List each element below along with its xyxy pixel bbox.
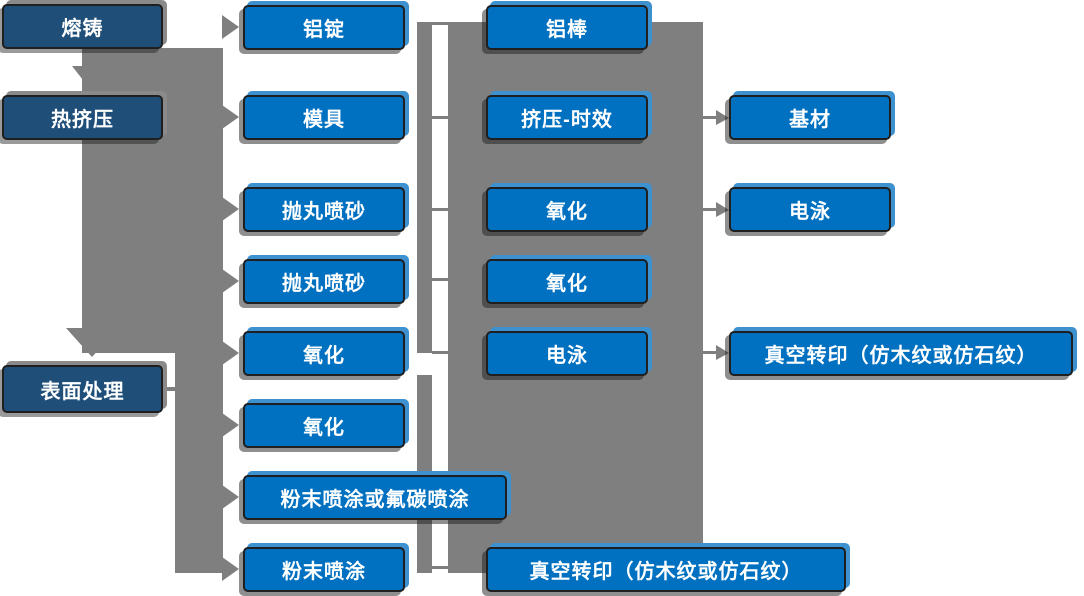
node-label: 氧化 xyxy=(303,417,345,439)
node-lvbang: 铝棒 xyxy=(486,5,648,50)
node-yanghua-c3-1: 氧化 xyxy=(486,187,648,232)
node-label: 真空转印（仿木纹或仿石纹） xyxy=(529,561,803,583)
node-yanghua-c3-2: 氧化 xyxy=(486,259,648,304)
arrow-right-row4 xyxy=(222,269,239,293)
node-label: 基材 xyxy=(789,109,831,131)
node-label: 表面处理 xyxy=(40,380,125,403)
node-yanghua-c2-1: 氧化 xyxy=(243,331,405,376)
node-label: 熔铸 xyxy=(61,18,104,40)
node-label: 真空转印（仿木纹或仿石纹） xyxy=(764,345,1038,367)
node-label: 电泳 xyxy=(546,345,588,367)
shaft-dianyong xyxy=(703,208,716,211)
node-label: 氧化 xyxy=(303,345,345,367)
arrow-right-row7 xyxy=(222,485,239,509)
node-label: 铝棒 xyxy=(546,19,588,41)
node-label: 挤压-时效 xyxy=(521,109,613,131)
shaft-zhenkong xyxy=(703,351,716,354)
arrow-right-row6 xyxy=(222,413,239,437)
arrow-right-row2 xyxy=(222,105,239,129)
node-fenmopentu: 粉末喷涂 xyxy=(243,547,405,592)
cross-line-row3 xyxy=(432,208,448,211)
node-dianyong-c3: 电泳 xyxy=(486,331,648,376)
node-zhenkong-c3: 真空转印（仿木纹或仿石纹） xyxy=(486,547,846,592)
arrow-right-row5 xyxy=(222,341,239,365)
node-label: 热挤压 xyxy=(51,109,114,131)
node-label: 粉末喷涂 xyxy=(282,561,366,583)
node-label: 铝锭 xyxy=(303,19,345,41)
node-zhenkong-c4: 真空转印（仿木纹或仿石纹） xyxy=(729,331,1073,376)
node-label: 电泳 xyxy=(789,201,831,223)
surface-treat-stub xyxy=(163,387,177,391)
node-biaomianchuli: 表面处理 xyxy=(2,365,163,413)
node-rejiya: 热挤压 xyxy=(2,95,163,140)
mid-bus-upper xyxy=(417,22,432,353)
arrow-down-biaomian xyxy=(66,328,118,357)
node-yanghua-c2-2: 氧化 xyxy=(243,403,405,448)
cross-line-row1 xyxy=(428,22,448,25)
node-label: 抛丸喷砂 xyxy=(282,201,366,223)
node-label: 粉末喷涂或氟碳喷涂 xyxy=(280,489,470,511)
node-paowanpensha-1: 抛丸喷砂 xyxy=(243,187,405,232)
node-fenmo-futan: 粉末喷涂或氟碳喷涂 xyxy=(243,475,507,520)
shaft-jicai xyxy=(703,116,716,119)
node-label: 抛丸喷砂 xyxy=(282,273,366,295)
node-label: 模具 xyxy=(303,109,345,131)
node-label: 氧化 xyxy=(546,201,588,223)
arrowhead-dianyong xyxy=(716,202,729,217)
node-dianyong-c4: 电泳 xyxy=(729,187,891,232)
mid-bus-lower xyxy=(417,375,432,573)
node-paowanpensha-2: 抛丸喷砂 xyxy=(243,259,405,304)
node-label: 氧化 xyxy=(546,273,588,295)
node-muju: 模具 xyxy=(243,95,405,140)
arrowhead-jicai xyxy=(716,110,729,125)
node-lvding: 铝锭 xyxy=(243,5,405,50)
arrow-down-rejiya xyxy=(72,66,108,89)
left-main-band xyxy=(82,48,223,353)
cross-line-row5 xyxy=(432,351,448,354)
node-jicai: 基材 xyxy=(729,95,891,140)
cross-line-row8 xyxy=(432,566,448,569)
left-lower-band xyxy=(175,353,223,573)
cross-line-row4 xyxy=(432,278,448,281)
arrow-right-row1 xyxy=(222,15,239,39)
node-jiya-shixiao: 挤压-时效 xyxy=(486,95,648,140)
node-rongzhu: 熔铸 xyxy=(2,4,163,49)
arrow-right-row8 xyxy=(222,557,239,581)
arrowhead-zhenkong xyxy=(716,345,729,360)
cross-line-row2 xyxy=(432,116,448,119)
arrow-right-row3 xyxy=(222,197,239,221)
